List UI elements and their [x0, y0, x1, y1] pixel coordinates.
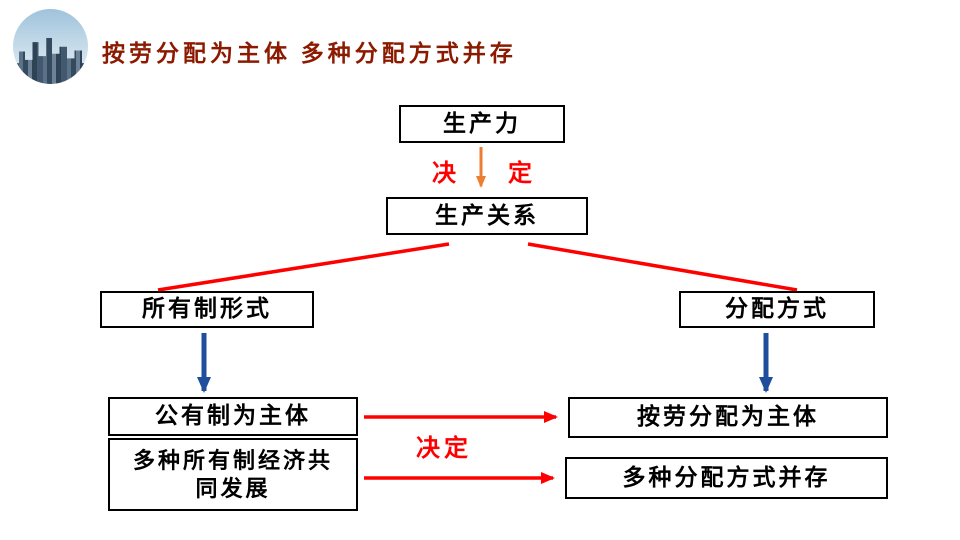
node-distribution-method: 分配方式 — [679, 291, 875, 328]
page-title: 按劳分配为主体 多种分配方式并存 — [102, 41, 517, 66]
determine-char-left: 决 — [432, 161, 456, 187]
node-ownership-form: 所有制形式 — [100, 291, 314, 328]
node-public-ownership-main: 公有制为主体 — [108, 397, 358, 436]
line-relations-to-distribution — [527, 242, 798, 292]
node-production-relations-label: 生产关系 — [435, 202, 539, 228]
node-production-relations: 生产关系 — [386, 197, 588, 235]
determine-char-right: 定 — [508, 161, 532, 187]
node-ownership-form-label: 所有制形式 — [142, 296, 272, 322]
line-relations-to-ownership — [157, 242, 450, 292]
node-multi-ownership-develop: 多种所有制经济共同发展 — [108, 438, 358, 511]
city-skyline-photo — [13, 9, 88, 84]
label-determine-horizontal: 决定 — [416, 436, 472, 462]
node-productive-forces: 生产力 — [399, 105, 565, 143]
node-multi-distribution-coexist: 多种分配方式并存 — [565, 457, 888, 499]
node-multi-distribution-coexist-label: 多种分配方式并存 — [622, 464, 831, 490]
label-determine-vertical: 决 定 — [432, 153, 532, 188]
node-productive-forces-label: 生产力 — [443, 110, 521, 136]
node-distribution-by-work-main: 按劳分配为主体 — [568, 397, 888, 438]
node-multi-ownership-develop-label: 多种所有制经济共同发展 — [132, 448, 333, 501]
node-distribution-by-work-main-label: 按劳分配为主体 — [637, 404, 819, 430]
node-distribution-method-label: 分配方式 — [725, 296, 829, 322]
node-public-ownership-main-label: 公有制为主体 — [155, 403, 311, 429]
